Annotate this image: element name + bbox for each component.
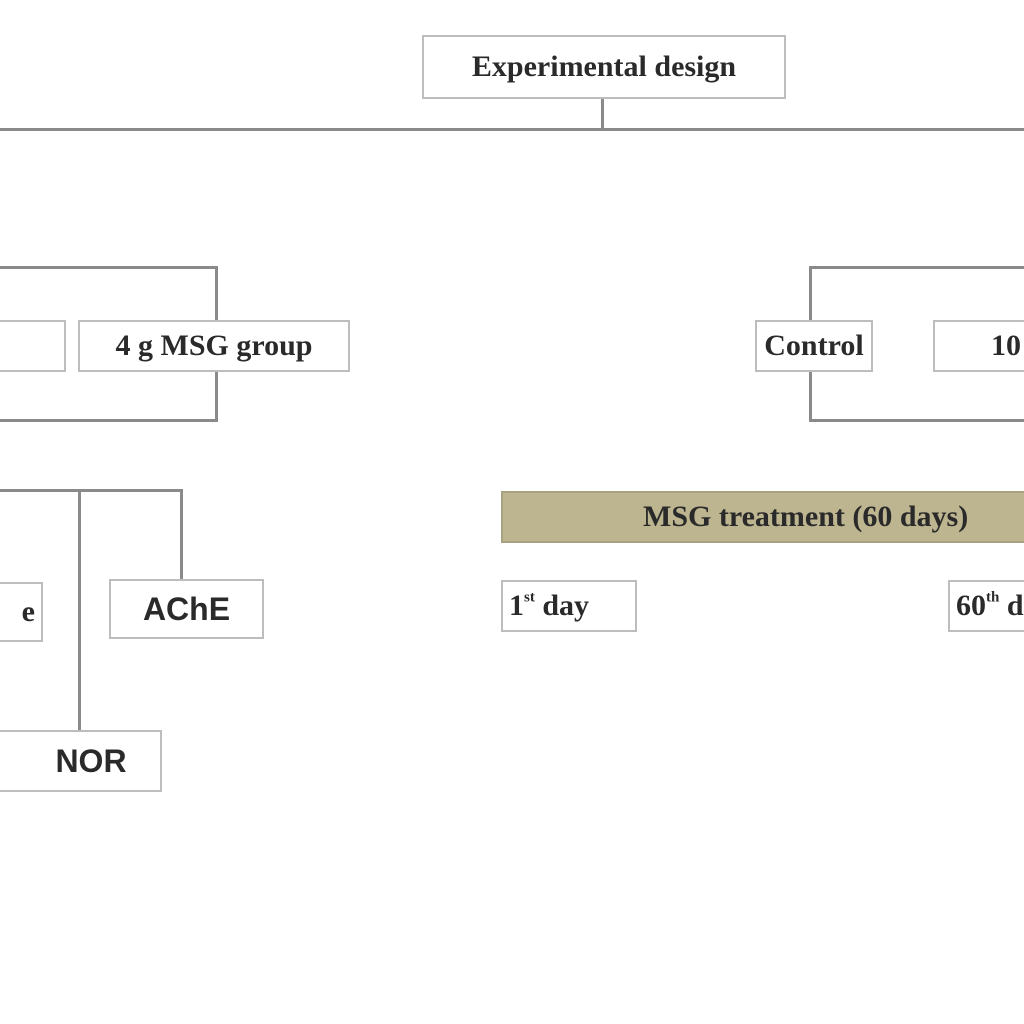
group-box-right-partial: 10 [933, 320, 1024, 372]
right-group-bracket-bottom [809, 419, 1024, 422]
title-stem-connector [601, 98, 604, 130]
group-label-4g-msg: 4 g MSG group [115, 329, 313, 362]
day-1-box: 1st day [501, 580, 637, 632]
msg-treatment-banner: MSG treatment (60 days) [501, 491, 1024, 543]
left-group-bracket-top [0, 266, 218, 269]
day-1-label: 1st day [509, 589, 590, 622]
day-60-box: 60th d [948, 580, 1024, 632]
msg-treatment-label: MSG treatment (60 days) [643, 500, 969, 533]
title-box: Experimental design [422, 35, 786, 99]
group-box-4g-msg: 4 g MSG group [78, 320, 350, 372]
day-60-label: 60th d [956, 589, 1024, 622]
assay-tree-top [0, 489, 183, 492]
assay-tree-nor-branch [78, 489, 81, 731]
assay-tree-ache-branch [180, 489, 183, 581]
assay-box-left-partial: e [0, 582, 43, 642]
assay-box-ache: AChE [109, 579, 264, 639]
assay-label-ache: AChE [142, 590, 231, 627]
assay-label-left-partial: e [21, 595, 35, 628]
group-label-right-partial: 10 [991, 329, 1021, 362]
group-box-control: Control [755, 320, 873, 372]
assay-label-nor: NOR [55, 742, 127, 779]
title-label: Experimental design [471, 50, 737, 83]
right-group-bracket-top [809, 266, 1024, 269]
group-label-control: Control [764, 329, 864, 362]
left-group-bracket-bottom [0, 419, 218, 422]
left-partial-group-box [0, 320, 66, 372]
assay-box-nor: NOR [0, 730, 162, 792]
top-horizontal-connector [0, 128, 1024, 131]
